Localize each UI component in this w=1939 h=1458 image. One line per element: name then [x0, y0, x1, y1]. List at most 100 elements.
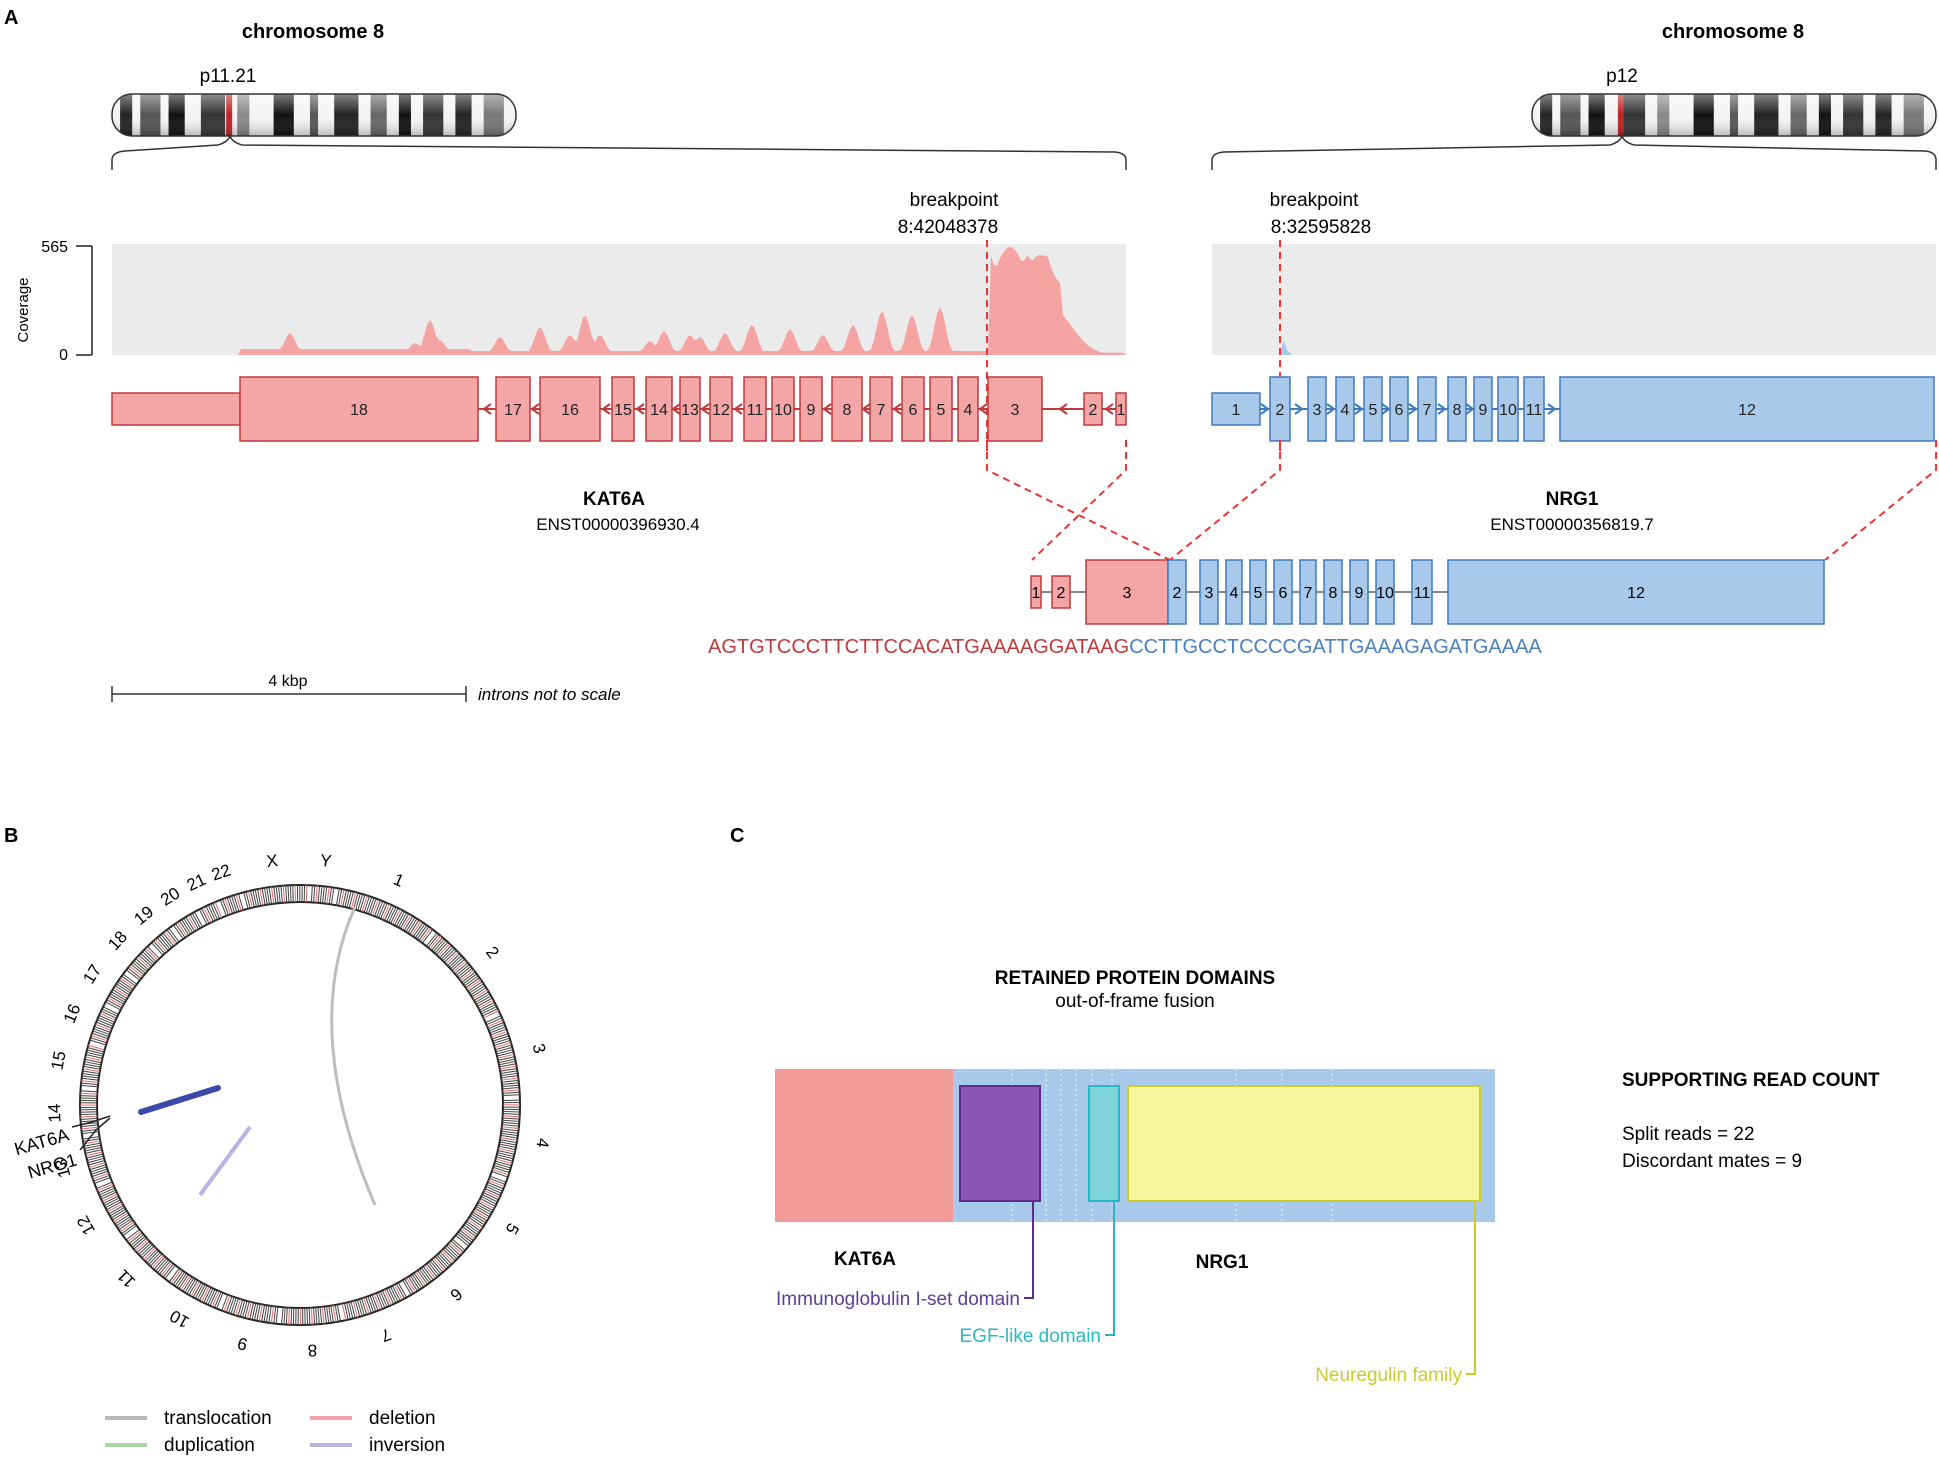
circos-chrom-label: 9 — [236, 1333, 250, 1354]
circos-band — [92, 1030, 110, 1038]
circos-band — [80, 1115, 98, 1118]
circos-band — [494, 1042, 512, 1049]
circos-band — [491, 1030, 508, 1038]
fusion-nrg1-exon-label: 5 — [1254, 585, 1263, 602]
kat6a-strand-arrow — [733, 403, 743, 415]
circos-band — [383, 1289, 392, 1306]
support-title: SUPPORTING READ COUNT — [1622, 1070, 1880, 1091]
circos-band — [120, 977, 135, 989]
circos-band — [247, 891, 253, 908]
gene-right-transcript: ENST00000356819.7 — [1490, 515, 1654, 534]
split-reads: Split reads = 22 — [1622, 1124, 1755, 1145]
circos-band — [188, 1280, 199, 1296]
circos-chrom-label: 1 — [391, 870, 407, 891]
circos-band — [98, 1014, 115, 1023]
circos-band — [357, 893, 364, 911]
circos-band — [281, 1307, 284, 1325]
nrg1-exon — [1447, 376, 1467, 442]
circos-band — [418, 926, 430, 941]
circos-band — [495, 1044, 512, 1051]
circos-band — [499, 1063, 517, 1068]
circos-chrom-label: Y — [319, 851, 332, 871]
circos-band — [143, 949, 157, 963]
fusion-kat6a-exon — [1030, 575, 1042, 609]
circos-band — [367, 897, 375, 914]
circos-band — [91, 1034, 108, 1042]
circos-band — [81, 1124, 99, 1128]
circos-band — [497, 1149, 515, 1155]
circos-band — [363, 1297, 370, 1315]
circos-band — [149, 1253, 163, 1267]
circos-band — [374, 900, 382, 917]
circos-band — [100, 1189, 116, 1198]
chrom-right-title: chromosome 8 — [1662, 21, 1804, 43]
circos-band — [439, 945, 452, 959]
nrg1-exon-label: 3 — [1313, 402, 1322, 419]
circos-band — [86, 1051, 104, 1057]
circos-band — [356, 1299, 363, 1317]
circos-band — [438, 1253, 451, 1267]
kat6a-protein-bar — [775, 1069, 953, 1222]
circos-band — [361, 895, 368, 912]
circos-band — [89, 1039, 107, 1046]
circos-band — [386, 905, 395, 922]
kat6a-exon-label: 18 — [350, 402, 368, 419]
circos-band — [179, 920, 190, 936]
circos-band — [87, 1047, 105, 1053]
circos-band — [379, 1291, 388, 1308]
coverage-profile-left — [112, 247, 1126, 355]
egf-domain — [1088, 1085, 1120, 1202]
circos-band — [94, 1025, 111, 1033]
circos-band — [88, 1162, 106, 1168]
coverage-profile-right — [1280, 341, 1292, 355]
circos-band — [310, 885, 313, 903]
junction-sequence: AGTGTCCCTTCTTCCACATGAAAAGGATAAGCCTTGCCTC… — [708, 636, 1542, 658]
circos-band — [470, 985, 486, 996]
circos-band — [495, 1158, 513, 1164]
circos-band — [155, 1257, 168, 1272]
circos-band — [487, 1181, 504, 1190]
nrg1-exon-label: 2 — [1276, 402, 1285, 419]
circos-band — [341, 1303, 347, 1321]
circos-band — [83, 1063, 101, 1068]
circos-band — [500, 1067, 518, 1072]
circos-band — [178, 1274, 189, 1289]
circos-band — [91, 1170, 109, 1178]
circos-band — [118, 1219, 134, 1231]
kat6a-exon — [611, 376, 635, 442]
circos-band — [502, 1119, 520, 1122]
circos-band — [482, 1008, 498, 1017]
circos-band — [459, 1229, 474, 1241]
chrom-left-band: p11.21 — [200, 66, 257, 87]
circos-band — [102, 1006, 119, 1015]
circos-band — [315, 1307, 318, 1325]
circos-band — [376, 901, 384, 918]
circos-band — [235, 1298, 242, 1316]
circos-band — [214, 901, 223, 918]
circos-band — [319, 1306, 323, 1324]
nrg1-exon-label: 10 — [1499, 402, 1517, 419]
circos-band — [385, 1288, 395, 1305]
circos-inner-ring — [96, 901, 504, 1309]
circos-band — [496, 1051, 514, 1057]
circos-band — [122, 1225, 137, 1236]
circos-band — [132, 961, 146, 974]
circos-band — [81, 1131, 99, 1135]
kat6a-exon-label: 7 — [877, 402, 886, 419]
circos-band — [365, 896, 373, 914]
circos-band — [496, 1156, 513, 1162]
circos-band — [166, 929, 178, 944]
gene-left-transcript: ENST00000396930.4 — [536, 515, 700, 534]
circos-band — [261, 1304, 266, 1322]
circos-band — [396, 911, 405, 927]
circos-band — [399, 913, 410, 929]
fusion-nrg1-exon — [1323, 559, 1343, 625]
circos-chrom-label: 5 — [502, 1220, 523, 1238]
circos-band — [382, 903, 390, 920]
circos-band — [275, 886, 279, 904]
circos-band — [157, 1259, 169, 1273]
chromosome-outline-left — [111, 93, 517, 137]
circos-band — [273, 1306, 277, 1324]
fusion-nrg1-exon — [1375, 559, 1395, 625]
